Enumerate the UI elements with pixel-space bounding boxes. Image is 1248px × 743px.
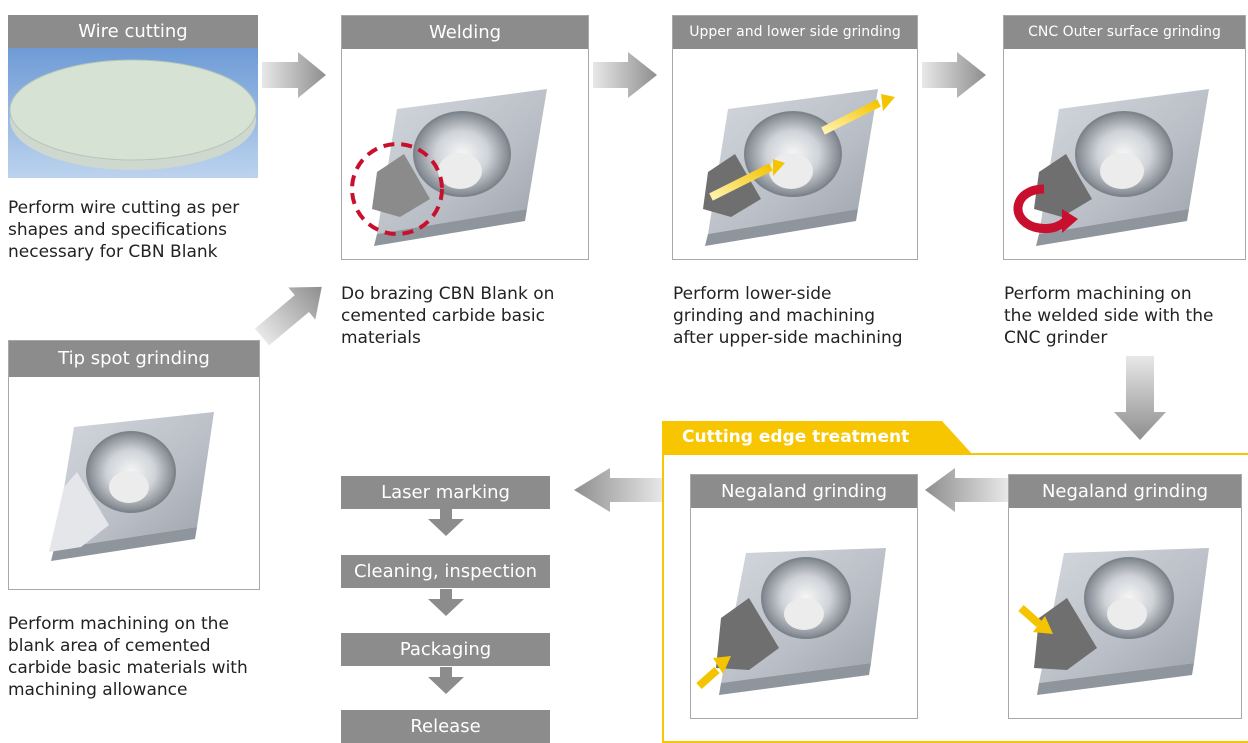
- negaland-arrow: [696, 656, 731, 689]
- insert-side-grinding-illustration: [703, 89, 895, 246]
- arrow-side-to-cnc: [922, 52, 986, 98]
- insert-negaland-left-illustration: [696, 548, 886, 695]
- description-line: blank area of cemented: [8, 636, 211, 656]
- description-line: carbide basic materials with: [8, 658, 248, 678]
- welding-card: Welding: [341, 15, 589, 260]
- description-line: cemented carbide basic: [341, 306, 545, 326]
- arrow-cnc-to-edge: [1114, 356, 1166, 440]
- packaging-step: Packaging: [341, 633, 550, 666]
- welding-description: Do brazing CBN Blank on cemented carbide…: [341, 283, 601, 349]
- wire-cutting-card: Wire cutting: [8, 15, 258, 178]
- description-line: the welded side with the: [1004, 306, 1214, 326]
- description-line: machining allowance: [8, 680, 188, 700]
- description-line: materials: [341, 328, 421, 348]
- arrow-negaland-right-to-left: [925, 468, 1008, 512]
- release-step: Release: [341, 710, 550, 743]
- insert-tip-spot-illustration: [49, 412, 214, 561]
- arrow-final-1: [428, 509, 464, 536]
- cbn-blank-disc-illustration: [8, 48, 258, 178]
- cnc-grinding-description: Perform machining on the welded side wit…: [1004, 283, 1248, 349]
- tip-spot-card: Tip spot grinding: [8, 340, 260, 590]
- negaland-right-title: Negaland grinding: [1009, 475, 1241, 508]
- description-line: necessary for CBN Blank: [8, 242, 218, 262]
- description-line: CNC grinder: [1004, 328, 1108, 348]
- negaland-left-title: Negaland grinding: [691, 475, 917, 508]
- cutting-edge-treatment-tab: Cutting edge treatment: [662, 421, 972, 454]
- cutting-edge-treatment-title: Cutting edge treatment: [682, 427, 910, 447]
- arrow-wire-to-welding: [262, 52, 326, 98]
- description-line: Perform machining on: [1004, 284, 1192, 304]
- description-line: Perform lower-side: [673, 284, 832, 304]
- description-line: shapes and specifications: [8, 220, 228, 240]
- arrow-final-2: [428, 589, 464, 616]
- description-line: Perform wire cutting as per: [8, 198, 240, 218]
- side-grinding-description: Perform lower-side grinding and machinin…: [673, 283, 943, 349]
- arrow-tip-to-welding: [254, 286, 322, 346]
- cnc-grinding-card: CNC Outer surface grinding: [1003, 15, 1246, 260]
- side-grinding-card: Upper and lower side grinding: [672, 15, 918, 260]
- arrow-edge-to-laser: [574, 468, 663, 512]
- cleaning-inspection-step: Cleaning, inspection: [341, 555, 550, 588]
- insert-negaland-right-illustration: [1018, 548, 1209, 695]
- tip-spot-description: Perform machining on the blank area of c…: [8, 613, 278, 701]
- wire-cutting-title: Wire cutting: [8, 15, 258, 48]
- rotation-arrow: [1013, 184, 1078, 234]
- cutting-edge-treatment-frame: [662, 453, 1248, 743]
- welding-title: Welding: [342, 16, 588, 49]
- arrow-welding-to-side: [593, 52, 657, 98]
- insert-with-cbn-tip-illustration: [350, 89, 547, 246]
- description-line: Do brazing CBN Blank on: [341, 284, 555, 304]
- description-line: grinding and machining: [673, 306, 876, 326]
- arrow-final-3: [428, 667, 464, 694]
- marker-circle: [350, 142, 444, 236]
- negaland-right-card: Negaland grinding: [1008, 474, 1242, 719]
- grinding-arrow: [821, 94, 895, 135]
- negaland-arrow: [1018, 605, 1053, 634]
- side-grinding-title: Upper and lower side grinding: [673, 16, 917, 49]
- insert-cnc-grinding-illustration: [1013, 89, 1209, 246]
- cnc-grinding-title: CNC Outer surface grinding: [1004, 16, 1245, 49]
- description-line: Perform machining on the: [8, 614, 229, 634]
- negaland-left-card: Negaland grinding: [690, 474, 918, 719]
- laser-marking-step: Laser marking: [341, 476, 550, 509]
- grinding-arrow: [709, 159, 785, 201]
- wire-cutting-description: Perform wire cutting as per shapes and s…: [8, 197, 268, 263]
- tip-spot-title: Tip spot grinding: [9, 341, 259, 377]
- description-line: after upper-side machining: [673, 328, 903, 348]
